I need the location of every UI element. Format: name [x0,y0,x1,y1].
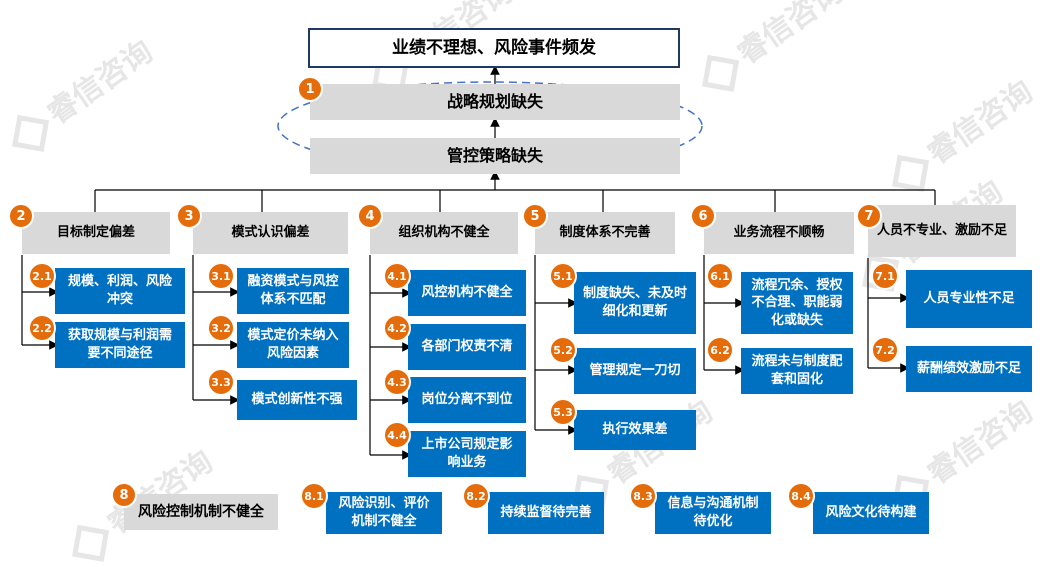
item-4-2: 各部门权责不清 [408,324,526,370]
item-3-2: 模式定价未纳入风险因素 [237,322,349,368]
item-8-4: 风险文化待构建 [813,492,929,534]
badge-8-1: 8.1 [300,482,328,510]
badge-8-2: 8.2 [462,482,490,510]
top-outcome-box: 业绩不理想、风险事件频发 [308,28,680,68]
badge-8-3: 8.3 [629,482,657,510]
category-2-box: 目标制定偏差 [22,212,170,254]
item-7-2: 薪酬绩效激励不足 [906,346,1032,392]
category-6-box: 业务流程不顺畅 [704,212,854,254]
item-3-1: 融资模式与风控体系不匹配 [237,268,349,314]
badge-7-1: 7.1 [871,262,899,290]
item-5-1: 制度缺失、未及时细化和更新 [574,272,696,334]
item-8-3: 信息与沟通机制待优化 [655,492,771,534]
item-6-1: 流程冗余、授权不合理、职能弱化或缺失 [741,272,853,334]
item-5-3: 执行效果差 [574,410,696,450]
control-gap-box: 管控策略缺失 [310,138,680,174]
badge-6-2: 6.2 [706,336,734,364]
category-3-box: 模式认识偏差 [193,212,348,254]
item-4-1: 风控机构不健全 [408,270,526,316]
item-6-2: 流程未与制度配套和固化 [741,348,853,394]
item-3-3: 模式创新性不强 [237,380,357,420]
badge-5: 5 [522,203,548,229]
badge-5-1: 5.1 [549,262,577,290]
item-8-2: 持续监督待完善 [488,492,604,534]
badge-1: 1 [297,76,323,102]
strategy-gap-box: 战略规划缺失 [310,84,680,120]
item-7-1: 人员专业性不足 [906,270,1032,328]
badge-3-2: 3.2 [207,314,235,342]
badge-8-4: 8.4 [787,482,815,510]
badge-2-1: 2.1 [28,262,56,290]
badge-2-2: 2.2 [28,314,56,342]
badge-3-1: 3.1 [207,262,235,290]
badge-4-4: 4.4 [383,421,411,449]
badge-8: 8 [111,482,137,508]
badge-4: 4 [357,203,383,229]
badge-4-1: 4.1 [383,262,411,290]
badge-2: 2 [8,203,34,229]
badge-3: 3 [176,203,202,229]
category-7-box: 人员不专业、激励不足 [868,205,1016,257]
badge-3-3: 3.3 [207,368,235,396]
item-8-1: 风险识别、评价机制不健全 [326,492,442,534]
badge-7: 7 [856,203,882,229]
category-8-box: 风险控制机制不健全 [124,494,278,530]
badge-6: 6 [690,203,716,229]
badge-5-2: 5.2 [549,336,577,364]
category-4-box: 组织机构不健全 [370,212,518,254]
item-5-2: 管理规定一刀切 [574,348,696,394]
category-5-box: 制度体系不完善 [535,212,675,254]
item-4-3: 岗位分离不到位 [408,377,526,423]
item-2-1: 规模、利润、风险冲突 [55,268,185,314]
badge-5-3: 5.3 [549,398,577,426]
item-4-4: 上市公司规定影响业务 [408,431,526,477]
item-2-2: 获取规模与利润需要不同途径 [55,322,185,368]
badge-4-2: 4.2 [383,314,411,342]
badge-7-2: 7.2 [871,336,899,364]
badge-4-3: 4.3 [383,368,411,396]
badge-6-1: 6.1 [706,262,734,290]
